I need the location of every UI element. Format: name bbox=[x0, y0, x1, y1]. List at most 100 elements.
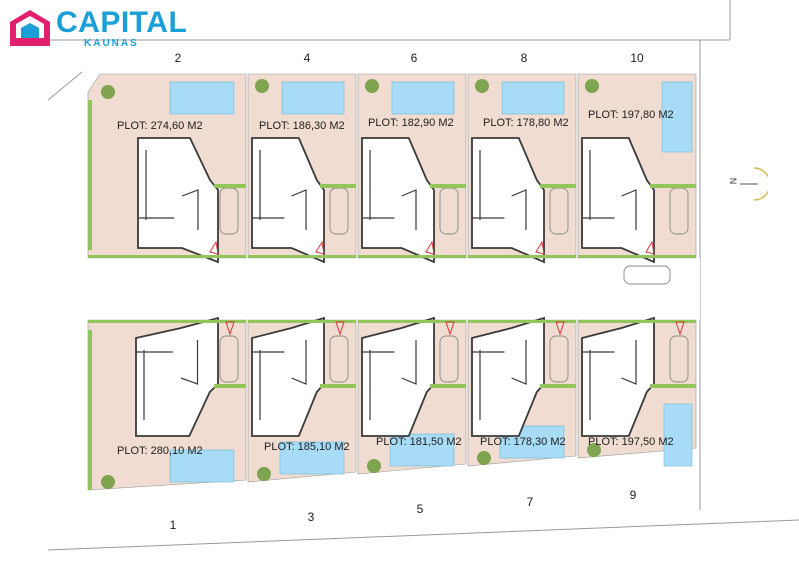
south-hedge-front-2 bbox=[358, 320, 466, 323]
north-door-0 bbox=[209, 240, 219, 255]
north-pool-2 bbox=[391, 81, 455, 115]
west-hedge-north bbox=[88, 100, 92, 250]
central-road bbox=[88, 258, 700, 320]
south-door-3 bbox=[555, 321, 565, 336]
north-hedge-front-4 bbox=[578, 255, 696, 258]
south-hedge-front-3 bbox=[468, 320, 576, 323]
plot-area-label-1: PLOT: 280,10 M2 bbox=[117, 445, 203, 457]
plot-number-8: 8 bbox=[520, 51, 528, 65]
compass-label: N bbox=[728, 177, 739, 185]
plot-number-4: 4 bbox=[303, 51, 311, 65]
north-pool-3 bbox=[501, 81, 565, 115]
north-house-0 bbox=[137, 137, 219, 264]
road-car bbox=[623, 265, 671, 285]
south-car-2 bbox=[439, 335, 459, 383]
north-hedge-front-1 bbox=[248, 255, 356, 258]
site-boundary-corner bbox=[47, 71, 83, 101]
plot-number-9: 9 bbox=[629, 488, 637, 502]
north-house-4 bbox=[581, 137, 655, 264]
house-logo-icon bbox=[10, 10, 50, 46]
north-door-3 bbox=[535, 240, 545, 255]
north-house-2 bbox=[361, 137, 435, 264]
plot-area-label-6: PLOT: 182,90 M2 bbox=[368, 117, 454, 129]
south-palm-2 bbox=[367, 459, 381, 473]
south-palm-1 bbox=[257, 467, 271, 481]
north-hedge-front-2 bbox=[358, 255, 466, 258]
north-walls-0 bbox=[138, 150, 199, 230]
plot-area-label-4: PLOT: 186,30 M2 bbox=[259, 120, 345, 132]
south-car-4 bbox=[669, 335, 689, 383]
north-hedge-front-3 bbox=[468, 255, 576, 258]
south-palm-0 bbox=[101, 475, 115, 489]
south-car-0 bbox=[219, 335, 239, 383]
brand-logo: CAPITAL KAUNAS bbox=[8, 6, 188, 52]
south-door-0 bbox=[225, 321, 235, 336]
north-pool-1 bbox=[281, 81, 345, 115]
plot-number-10: 10 bbox=[630, 51, 644, 65]
plot-number-2: 2 bbox=[174, 51, 182, 65]
north-palm-2 bbox=[365, 79, 379, 93]
south-car-1 bbox=[329, 335, 349, 383]
south-walls-3 bbox=[472, 340, 527, 420]
plot-number-5: 5 bbox=[416, 502, 424, 516]
plot-area-label-9: PLOT: 197,50 M2 bbox=[588, 436, 674, 448]
north-door-4 bbox=[645, 240, 655, 255]
plot-area-label-7: PLOT: 178,30 M2 bbox=[480, 436, 566, 448]
south-hedge-4 bbox=[650, 384, 696, 388]
north-house-1 bbox=[251, 137, 325, 264]
south-door-1 bbox=[335, 321, 345, 336]
north-door-2 bbox=[425, 240, 435, 255]
south-pool-2 bbox=[389, 433, 455, 467]
south-hedge-front-4 bbox=[578, 320, 696, 323]
north-door-1 bbox=[315, 240, 325, 255]
site-boundary bbox=[47, 0, 799, 551]
south-hedge-3 bbox=[540, 384, 576, 388]
south-door-2 bbox=[445, 321, 455, 336]
south-hedge-front-0 bbox=[88, 320, 246, 323]
north-palm-1 bbox=[255, 79, 269, 93]
north-walls-3 bbox=[472, 150, 527, 230]
plot-area-label-2: PLOT: 274,60 M2 bbox=[117, 120, 203, 132]
south-pool-1 bbox=[279, 441, 345, 475]
south-palm-3 bbox=[477, 451, 491, 465]
north-palm-3 bbox=[475, 79, 489, 93]
north-walls-4 bbox=[582, 150, 637, 230]
north-arrow-icon: N bbox=[728, 164, 771, 204]
south-car-3 bbox=[549, 335, 569, 383]
north-hedge-3 bbox=[540, 184, 576, 188]
north-palm-4 bbox=[585, 79, 599, 93]
plot-area-label-10: PLOT: 197,80 M2 bbox=[588, 109, 674, 121]
plot-number-7: 7 bbox=[526, 495, 534, 509]
north-hedge-2 bbox=[430, 184, 466, 188]
north-walls-1 bbox=[252, 150, 307, 230]
north-hedge-front-0 bbox=[88, 255, 246, 258]
south-pool-3 bbox=[499, 425, 565, 459]
plot-area-label-5: PLOT: 181,50 M2 bbox=[376, 436, 462, 448]
north-palm-0 bbox=[101, 85, 115, 99]
plot-number-3: 3 bbox=[307, 510, 315, 524]
south-hedge-front-1 bbox=[248, 320, 356, 323]
south-walls-2 bbox=[362, 340, 417, 420]
north-house-3 bbox=[471, 137, 545, 264]
south-hedge-0 bbox=[214, 384, 246, 388]
plot-area-label-3: PLOT: 185,10 M2 bbox=[264, 441, 350, 453]
south-door-4 bbox=[675, 321, 685, 336]
north-walls-2 bbox=[362, 150, 417, 230]
plot-area-label-8: PLOT: 178,80 M2 bbox=[483, 117, 569, 129]
south-walls-1 bbox=[252, 340, 307, 420]
brand-city: KAUNAS bbox=[84, 38, 139, 49]
south-hedge-1 bbox=[320, 384, 356, 388]
north-pool-0 bbox=[169, 81, 235, 115]
south-walls-0 bbox=[136, 340, 199, 420]
north-hedge-0 bbox=[214, 184, 246, 188]
south-pool-0 bbox=[169, 449, 235, 483]
south-hedge-2 bbox=[430, 384, 466, 388]
south-pool-4 bbox=[663, 403, 693, 467]
plot-number-6: 6 bbox=[410, 51, 418, 65]
south-palm-4 bbox=[587, 443, 601, 457]
north-hedge-1 bbox=[320, 184, 356, 188]
plot-number-1: 1 bbox=[169, 518, 177, 532]
south-walls-4 bbox=[582, 340, 637, 420]
